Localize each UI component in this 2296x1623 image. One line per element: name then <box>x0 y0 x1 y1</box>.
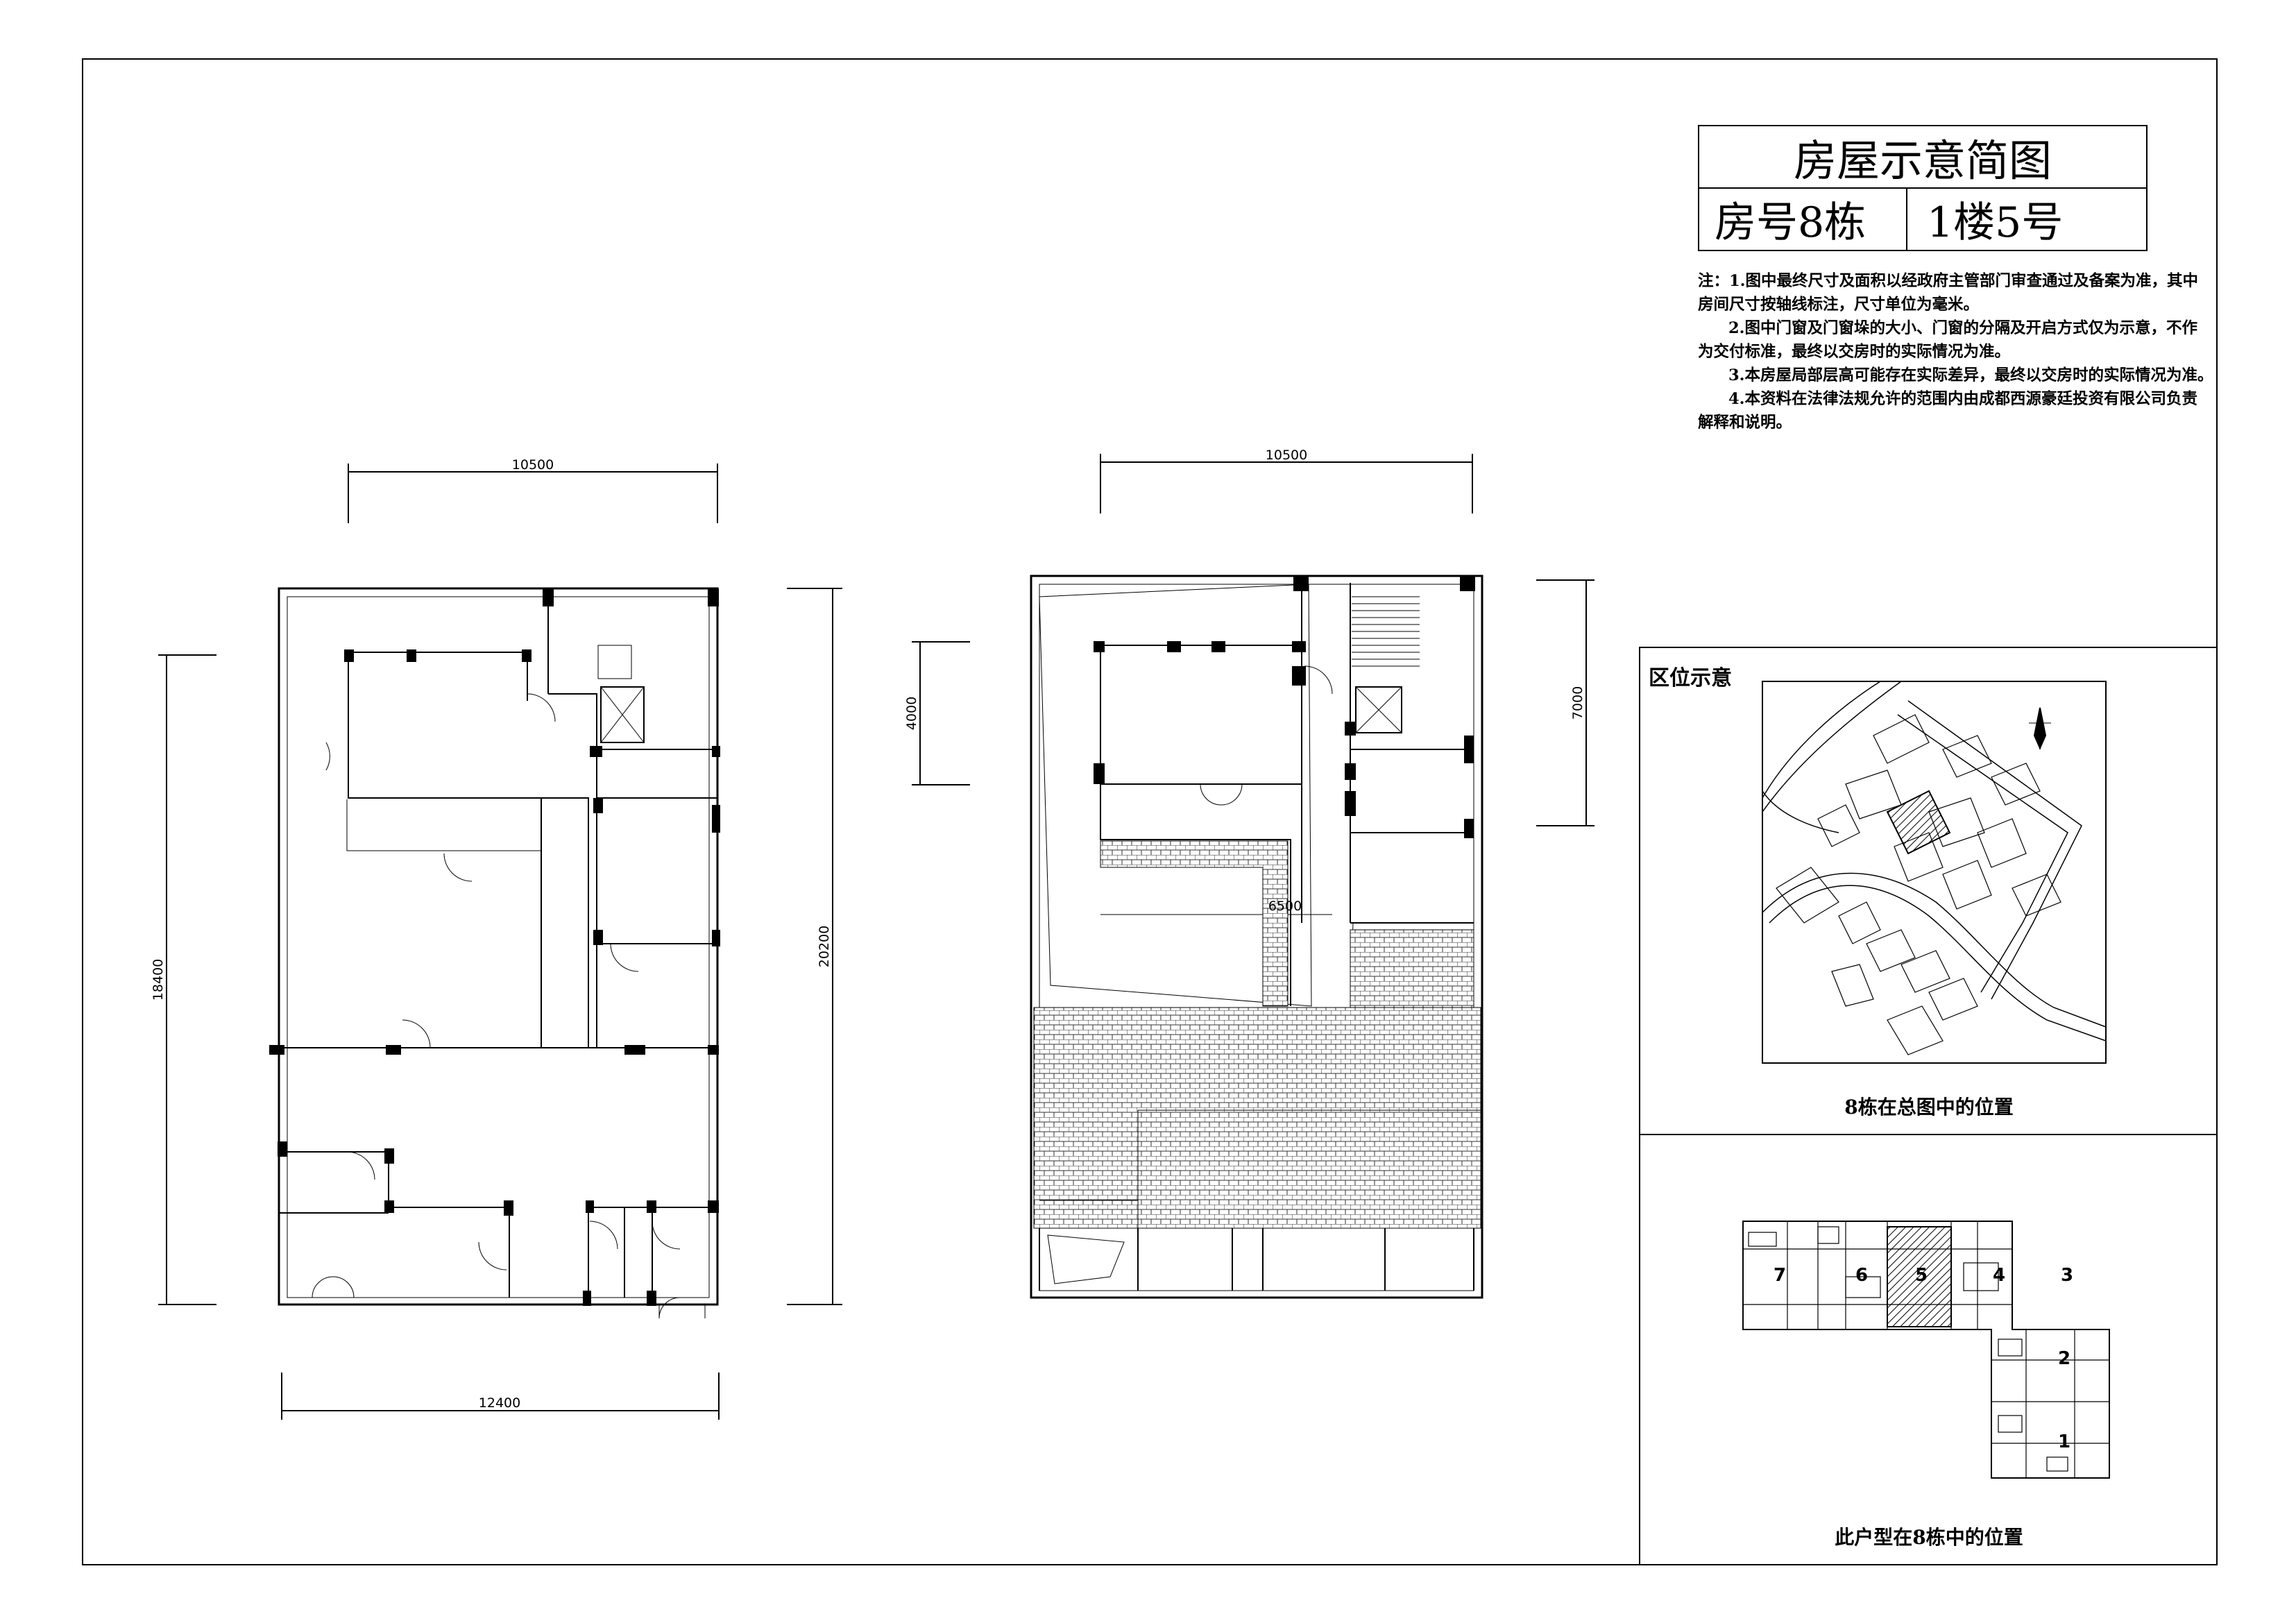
dim-text-right-top: 10500 <box>1266 448 1307 463</box>
dim-text-left-vertical-right: 20200 <box>817 926 832 967</box>
dim-left-bottom <box>281 1373 720 1420</box>
unit-number-4: 4 <box>1993 1265 2005 1286</box>
left-floor-plan <box>158 464 842 1420</box>
note-line: 3.本房屋局部层高可能存在实际差异，最终以交房时的实际情况为准。 <box>1728 366 2213 384</box>
dim-text-left-vertical: 18400 <box>151 959 166 1001</box>
panel-divider <box>1640 1134 2218 1135</box>
unit-number-6: 6 <box>1855 1265 1868 1286</box>
building-unit-layout: 7 6 5 4 3 2 1 <box>1742 1221 2110 1479</box>
dim-text-left-top: 10500 <box>512 457 554 473</box>
dim-left-vertical-right <box>787 588 842 1305</box>
site-plan-map <box>1762 681 2107 1064</box>
drawing-frame <box>82 58 2218 1565</box>
right-floor-plan <box>912 454 1595 1299</box>
notes-block: 注：1.图中最终尺寸及面积以经政府主管部门审查通过及备案为准，其中 房间尺寸按轴… <box>1698 269 2213 434</box>
dim-right-vertical-left <box>912 641 970 785</box>
dim-text-left-bottom: 12400 <box>479 1395 520 1411</box>
unit-number-1: 1 <box>2058 1431 2070 1452</box>
dim-right-vertical-right <box>1536 579 1595 826</box>
location-panel: 区位示意 8栋在总图中的位置 此户型在8栋中的位置 <box>1639 647 2218 1565</box>
dim-text-right-inner: 6500 <box>1268 899 1302 914</box>
unit-number-7: 7 <box>1774 1265 1786 1286</box>
unit-label: 1楼5号 <box>1927 198 2064 247</box>
location-label: 区位示意 <box>1649 666 1732 690</box>
site-plan-caption: 8栋在总图中的位置 <box>1844 1096 2014 1119</box>
note-line: 解释和说明。 <box>1698 414 1792 432</box>
dim-text-right-vertical-left: 4000 <box>904 697 919 730</box>
building-plan-caption: 此户型在8栋中的位置 <box>1835 1526 2023 1549</box>
building-label: 房号8栋 <box>1699 187 1907 250</box>
dim-right-top <box>1100 454 1473 513</box>
note-line: 注：1.图中最终尺寸及面积以经政府主管部门审查通过及备案为准，其中 <box>1698 272 2198 290</box>
note-line: 2.图中门窗及门窗垛的大小、门窗的分隔及开启方式仅为示意，不作 <box>1728 319 2197 337</box>
title-row-house-number: 房号8栋 1楼5号 <box>1699 187 2146 250</box>
north-arrow-icon <box>2029 707 2051 750</box>
unit-number-5: 5 <box>1915 1265 1928 1286</box>
drawing-title: 房屋示意简图 <box>1699 126 2146 189</box>
title-block: 房屋示意简图 房号8栋 1楼5号 <box>1698 125 2148 251</box>
dim-text-right-vertical-right: 7000 <box>1570 686 1585 720</box>
unit-number-2: 2 <box>2058 1348 2070 1369</box>
note-line: 为交付标准，最终以交房时的实际情况为准。 <box>1698 343 2011 361</box>
note-line: 4.本资料在法律法规允许的范围内由成都西源豪廷投资有限公司负责 <box>1728 390 2197 408</box>
note-line: 房间尺寸按轴线标注，尺寸单位为毫米。 <box>1698 296 1980 314</box>
dim-left-top <box>348 464 718 523</box>
dim-left-vertical-left <box>158 654 216 1305</box>
unit-number-3: 3 <box>2061 1265 2073 1286</box>
